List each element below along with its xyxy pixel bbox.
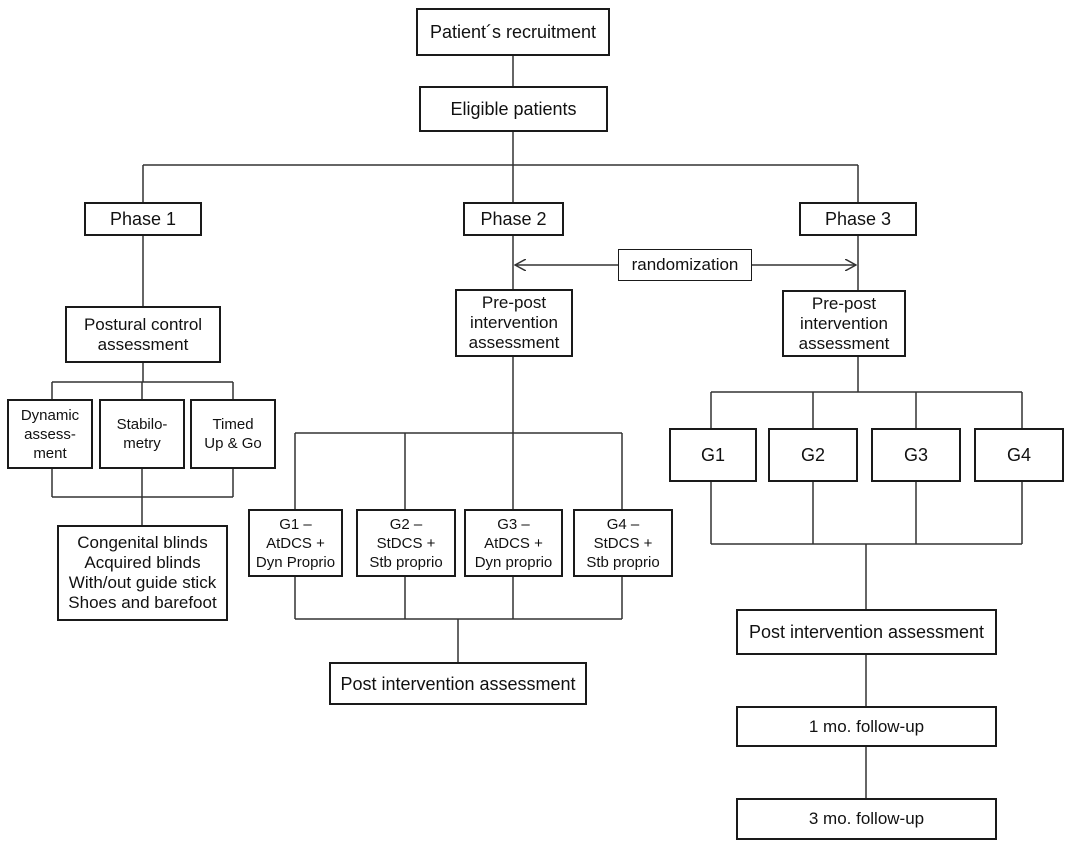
phase-2-g4-box: G4 – StDCS + Stb proprio: [573, 509, 673, 577]
phase-3-label: Phase 3: [824, 209, 892, 229]
phase-2-g3-label: G3 – AtDCS + Dyn proprio: [474, 515, 553, 571]
three-month-follow-up-label: 3 mo. follow-up: [808, 809, 925, 828]
phase-3-g3-label: G3: [903, 445, 928, 465]
phase-2-g1-box: G1 – AtDCS + Dyn Proprio: [248, 509, 343, 577]
phase-2-g3-box: G3 – AtDCS + Dyn proprio: [464, 509, 563, 577]
phase-3-post-assessment-box: Post intervention assessment: [736, 609, 997, 655]
postural-control-assessment-box: Postural control assessment: [65, 306, 221, 363]
participant-groups-label: Congenital blinds Acquired blinds With/o…: [68, 533, 217, 612]
phase-3-post-assessment-label: Post intervention assessment: [748, 622, 985, 642]
eligible-patients-box: Eligible patients: [419, 86, 608, 132]
dynamic-assessment-label: Dynamic assess- ment: [20, 406, 80, 462]
eligible-patients-label: Eligible patients: [450, 99, 577, 119]
randomization-box: randomization: [618, 249, 752, 281]
stabilometry-label: Stabilo- metry: [116, 416, 168, 452]
phase-3-g4-box: G4: [974, 428, 1064, 482]
phase-3-prepost-assessment-label: Pre-post intervention assessment: [798, 293, 890, 353]
timed-up-and-go-label: Timed Up & Go: [204, 416, 262, 452]
phase-3-prepost-assessment-box: Pre-post intervention assessment: [782, 290, 906, 357]
postural-control-assessment-label: Postural control assessment: [83, 314, 203, 354]
timed-up-and-go-box: Timed Up & Go: [190, 399, 276, 469]
phase-2-box: Phase 2: [463, 202, 564, 236]
one-month-follow-up-box: 1 mo. follow-up: [736, 706, 997, 747]
phase-2-g4-label: G4 – StDCS + Stb proprio: [586, 515, 660, 571]
participant-groups-box: Congenital blinds Acquired blinds With/o…: [57, 525, 228, 621]
phase-3-g2-box: G2: [768, 428, 858, 482]
phase-1-label: Phase 1: [109, 209, 177, 229]
one-month-follow-up-label: 1 mo. follow-up: [808, 716, 925, 736]
stabilometry-box: Stabilo- metry: [99, 399, 185, 469]
phase-2-g1-label: G1 – AtDCS + Dyn Proprio: [255, 515, 336, 571]
phase-3-g4-label: G4: [1006, 445, 1031, 465]
phase-3-g2-label: G2: [800, 445, 825, 465]
dynamic-assessment-box: Dynamic assess- ment: [7, 399, 93, 469]
phase-2-post-assessment-label: Post intervention assessment: [340, 673, 576, 694]
patients-recruitment-label: Patient´s recruitment: [429, 22, 597, 42]
phase-3-g1-box: G1: [669, 428, 757, 482]
phase-2-prepost-assessment-label: Pre-post intervention assessment: [468, 293, 560, 352]
three-month-follow-up-box: 3 mo. follow-up: [736, 798, 997, 840]
patients-recruitment-box: Patient´s recruitment: [416, 8, 610, 56]
phase-2-g2-box: G2 – StDCS + Stb proprio: [356, 509, 456, 577]
phase-3-box: Phase 3: [799, 202, 917, 236]
phase-1-box: Phase 1: [84, 202, 202, 236]
phase-3-g3-box: G3: [871, 428, 961, 482]
phase-2-prepost-assessment-box: Pre-post intervention assessment: [455, 289, 573, 357]
phase-2-label: Phase 2: [480, 209, 547, 229]
phase-2-post-assessment-box: Post intervention assessment: [329, 662, 587, 705]
phase-3-g1-label: G1: [700, 445, 725, 465]
phase-2-g2-label: G2 – StDCS + Stb proprio: [369, 515, 443, 571]
randomization-label: randomization: [631, 255, 739, 274]
